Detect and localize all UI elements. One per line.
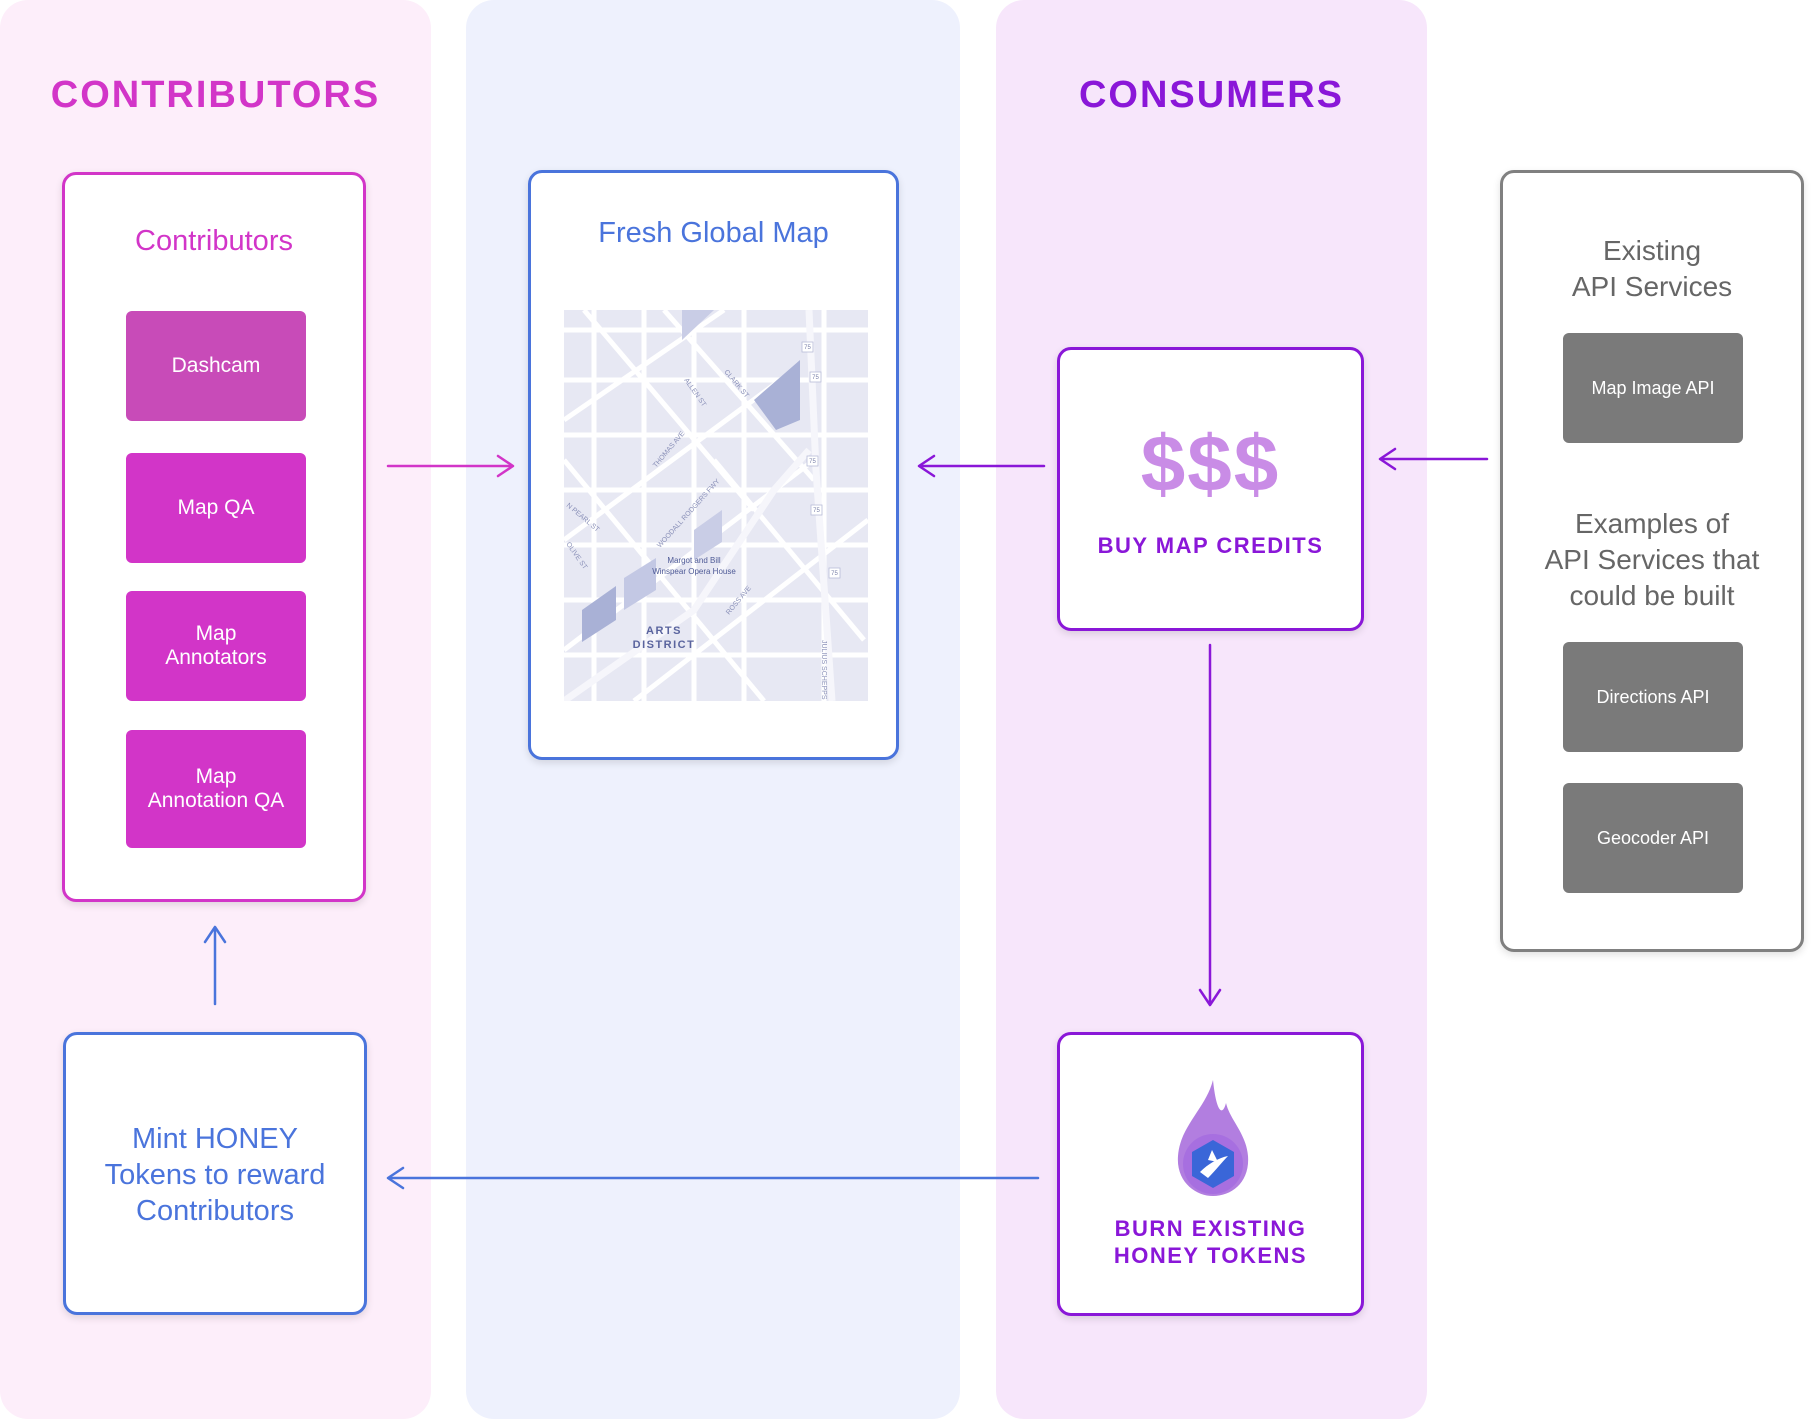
map-annotators-item: Map Annotators	[126, 591, 306, 701]
hwy-75-shield-1: 75	[804, 345, 811, 351]
map-qa-item: Map QA	[126, 453, 306, 563]
credits-to-burn-arrow	[1198, 643, 1222, 1007]
opera-house-label-1: Margot and Bill	[667, 556, 721, 565]
buy-map-credits-card: $$$ BUY MAP CREDITS	[1057, 347, 1364, 631]
burn-honey-tokens-label: BURN EXISTING HONEY TOKENS	[1113, 1216, 1308, 1268]
arts-district-label-2: DISTRICT	[633, 639, 696, 651]
contributors-card-title: Contributors	[135, 225, 293, 257]
map-annotation-qa-item: Map Annotation QA	[126, 730, 306, 848]
burn-honey-tokens-card: BURN EXISTING HONEY TOKENS	[1057, 1032, 1364, 1316]
fresh-global-map-title: Fresh Global Map	[598, 217, 829, 249]
buy-map-credits-label: BUY MAP CREDITS	[1097, 533, 1324, 558]
burn-to-mint-arrow	[386, 1166, 1040, 1190]
directions-api-item: Directions API	[1563, 642, 1743, 752]
hwy-75-shield-2: 75	[812, 375, 819, 381]
api-services-card: Existing API Services Map Image API Exam…	[1500, 170, 1804, 952]
burning-token-icon	[1177, 1080, 1249, 1196]
api-to-credits-arrow	[1378, 447, 1489, 471]
hwy-75-shield-4: 75	[813, 508, 820, 514]
consumers-lane-title: CONSUMERS	[1078, 74, 1345, 116]
hwy-75-shield-5: 75	[831, 571, 838, 577]
credits-to-map-arrow	[917, 454, 1046, 478]
fresh-global-map-card: Fresh Global Map	[528, 170, 899, 760]
mint-honey-text: Mint HONEY Tokens to reward Contributors	[104, 1123, 326, 1227]
map-image-api-item: Map Image API	[1563, 333, 1743, 443]
opera-house-label-2: Winspear Opera House	[652, 567, 736, 576]
examples-api-title: Examples of API Services that could be b…	[1544, 508, 1760, 611]
contributors-lane-title: CONTRIBUTORS	[50, 74, 381, 116]
mint-to-contributors-arrow	[203, 925, 227, 1006]
street-map: ALLEN ST CLARK ST THOMAS AVE WOODALL ROD…	[564, 310, 868, 701]
existing-api-title: Existing API Services	[1571, 235, 1733, 302]
dollar-symbol: $$$	[1140, 419, 1281, 508]
mint-honey-card: Mint HONEY Tokens to reward Contributors	[63, 1032, 367, 1315]
hwy-75-shield-3: 75	[809, 459, 816, 465]
contributors-card: Contributors Dashcam Map QA Map Annotato…	[62, 172, 366, 902]
arts-district-label-1: ARTS	[646, 625, 682, 637]
julius-schepps-label: JULIUS SCHEPPS	[820, 640, 827, 700]
contributors-to-map-arrow	[386, 454, 515, 478]
dashcam-item: Dashcam	[126, 311, 306, 421]
geocoder-api-item: Geocoder API	[1563, 783, 1743, 893]
